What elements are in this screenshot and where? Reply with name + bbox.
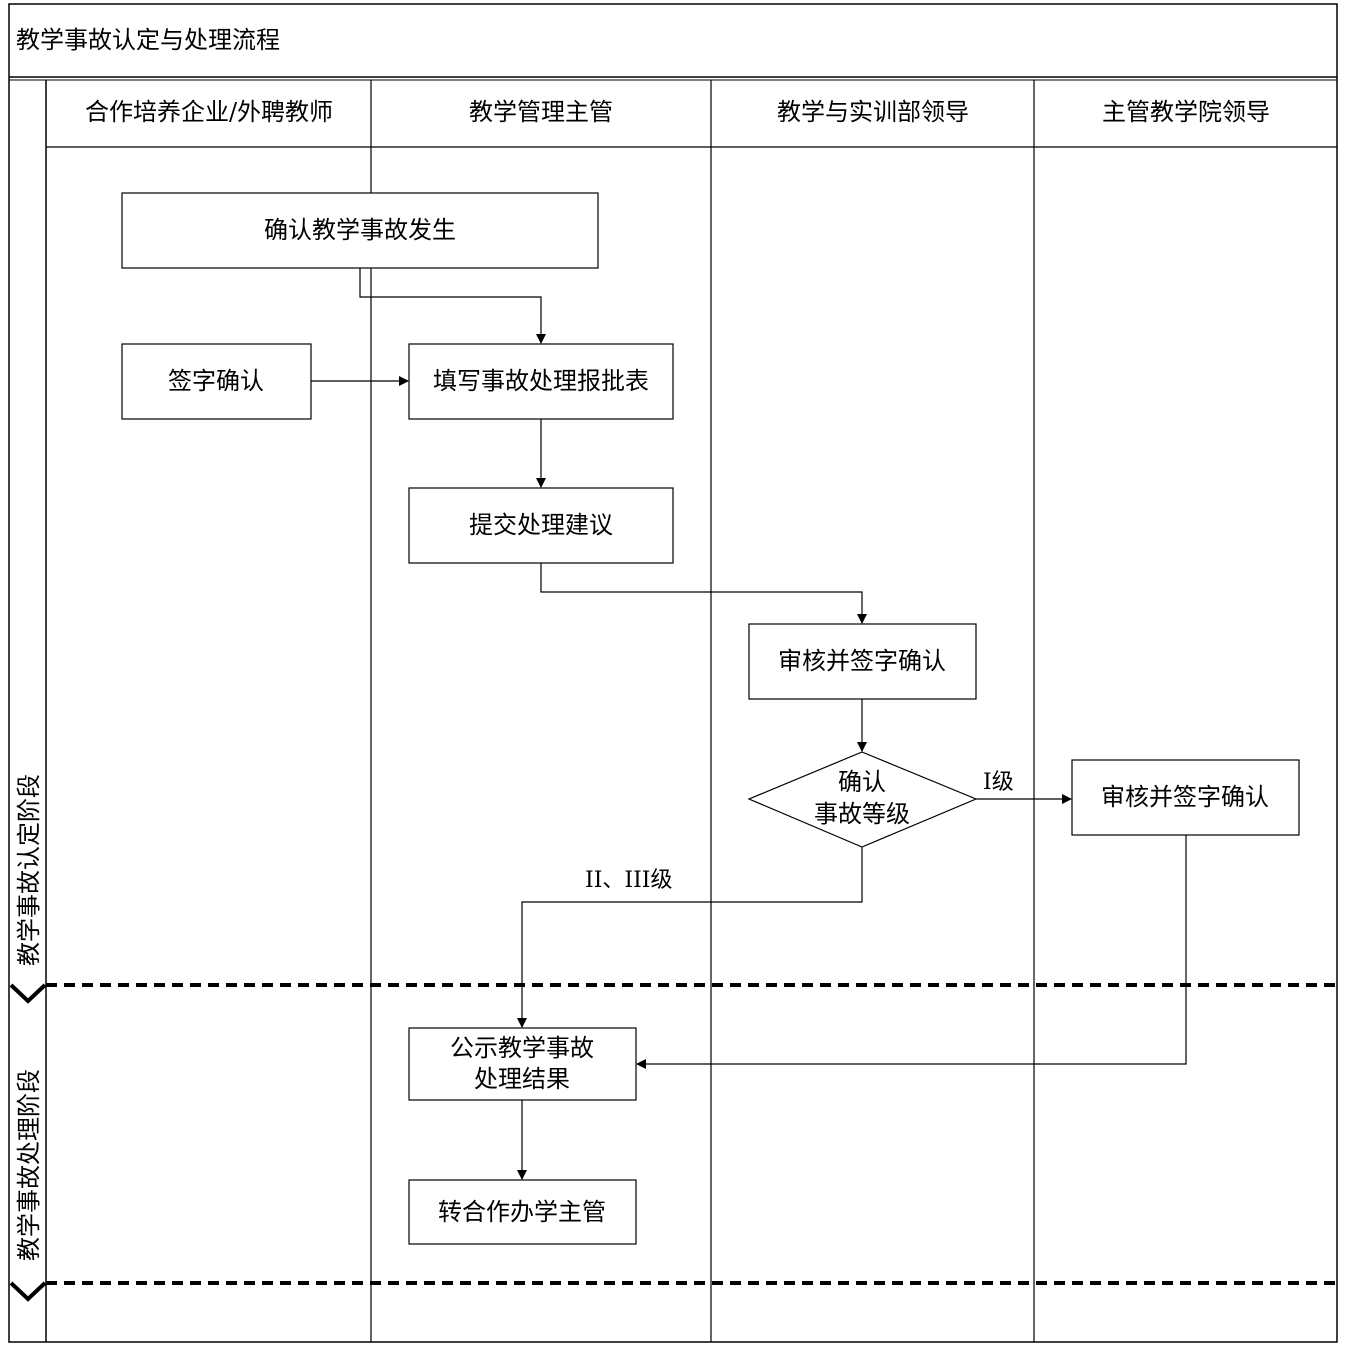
lane-header-partner-teacher: 合作培养企业/外聘教师 bbox=[85, 98, 333, 126]
edge-decision-to-publish bbox=[517, 847, 863, 1028]
edge-occurrence-to-form bbox=[359, 268, 546, 344]
node-publish-result bbox=[408, 1027, 637, 1101]
phase-label-handling: 教学事故处理阶段 bbox=[15, 1069, 43, 1261]
node-decision-level-line2: 事故等级 bbox=[814, 800, 910, 828]
node-submit-suggestion-label: 提交处理建议 bbox=[469, 511, 613, 539]
edge-label-level-2-3: II、III级 bbox=[585, 868, 672, 893]
diagram-title: 教学事故认定与处理流程 bbox=[16, 26, 280, 54]
phase-chevron bbox=[9, 1281, 47, 1302]
node-publish-result-line2: 处理结果 bbox=[474, 1065, 570, 1093]
node-review-sign-dean-label: 审核并签字确认 bbox=[1101, 783, 1269, 811]
node-sign-confirm-label: 签字确认 bbox=[168, 367, 264, 395]
node-review-sign-dean bbox=[1071, 759, 1300, 836]
node-fill-form-label: 填写事故处理报批表 bbox=[433, 367, 649, 395]
outer-frame bbox=[8, 3, 1338, 1343]
lane-header-teaching-manager: 教学管理主管 bbox=[469, 98, 613, 126]
phase-label-identification: 教学事故认定阶段 bbox=[15, 774, 43, 966]
node-submit-suggestion bbox=[408, 487, 674, 564]
edge-suggestion-to-review bbox=[540, 563, 867, 624]
lane-header-dean: 主管教学院领导 bbox=[1102, 98, 1270, 126]
node-publish-result-line1: 公示教学事故 bbox=[450, 1034, 594, 1062]
node-review-sign-dept bbox=[748, 623, 977, 700]
node-review-sign-dept-label: 审核并签字确认 bbox=[778, 647, 946, 675]
node-decision-level-line1: 确认 bbox=[838, 768, 886, 796]
edge-label-level-1: I级 bbox=[983, 770, 1014, 795]
node-fill-form bbox=[408, 343, 674, 420]
node-transfer-label: 转合作办学主管 bbox=[438, 1198, 606, 1226]
lane-header-dept-leader: 教学与实训部领导 bbox=[777, 98, 969, 126]
node-sign-confirm bbox=[121, 343, 312, 420]
node-confirm-occurrence-label: 确认教学事故发生 bbox=[264, 216, 456, 244]
edge-dean-to-publish bbox=[636, 835, 1187, 1069]
node-transfer bbox=[408, 1179, 637, 1245]
phase-chevron bbox=[9, 983, 47, 1004]
